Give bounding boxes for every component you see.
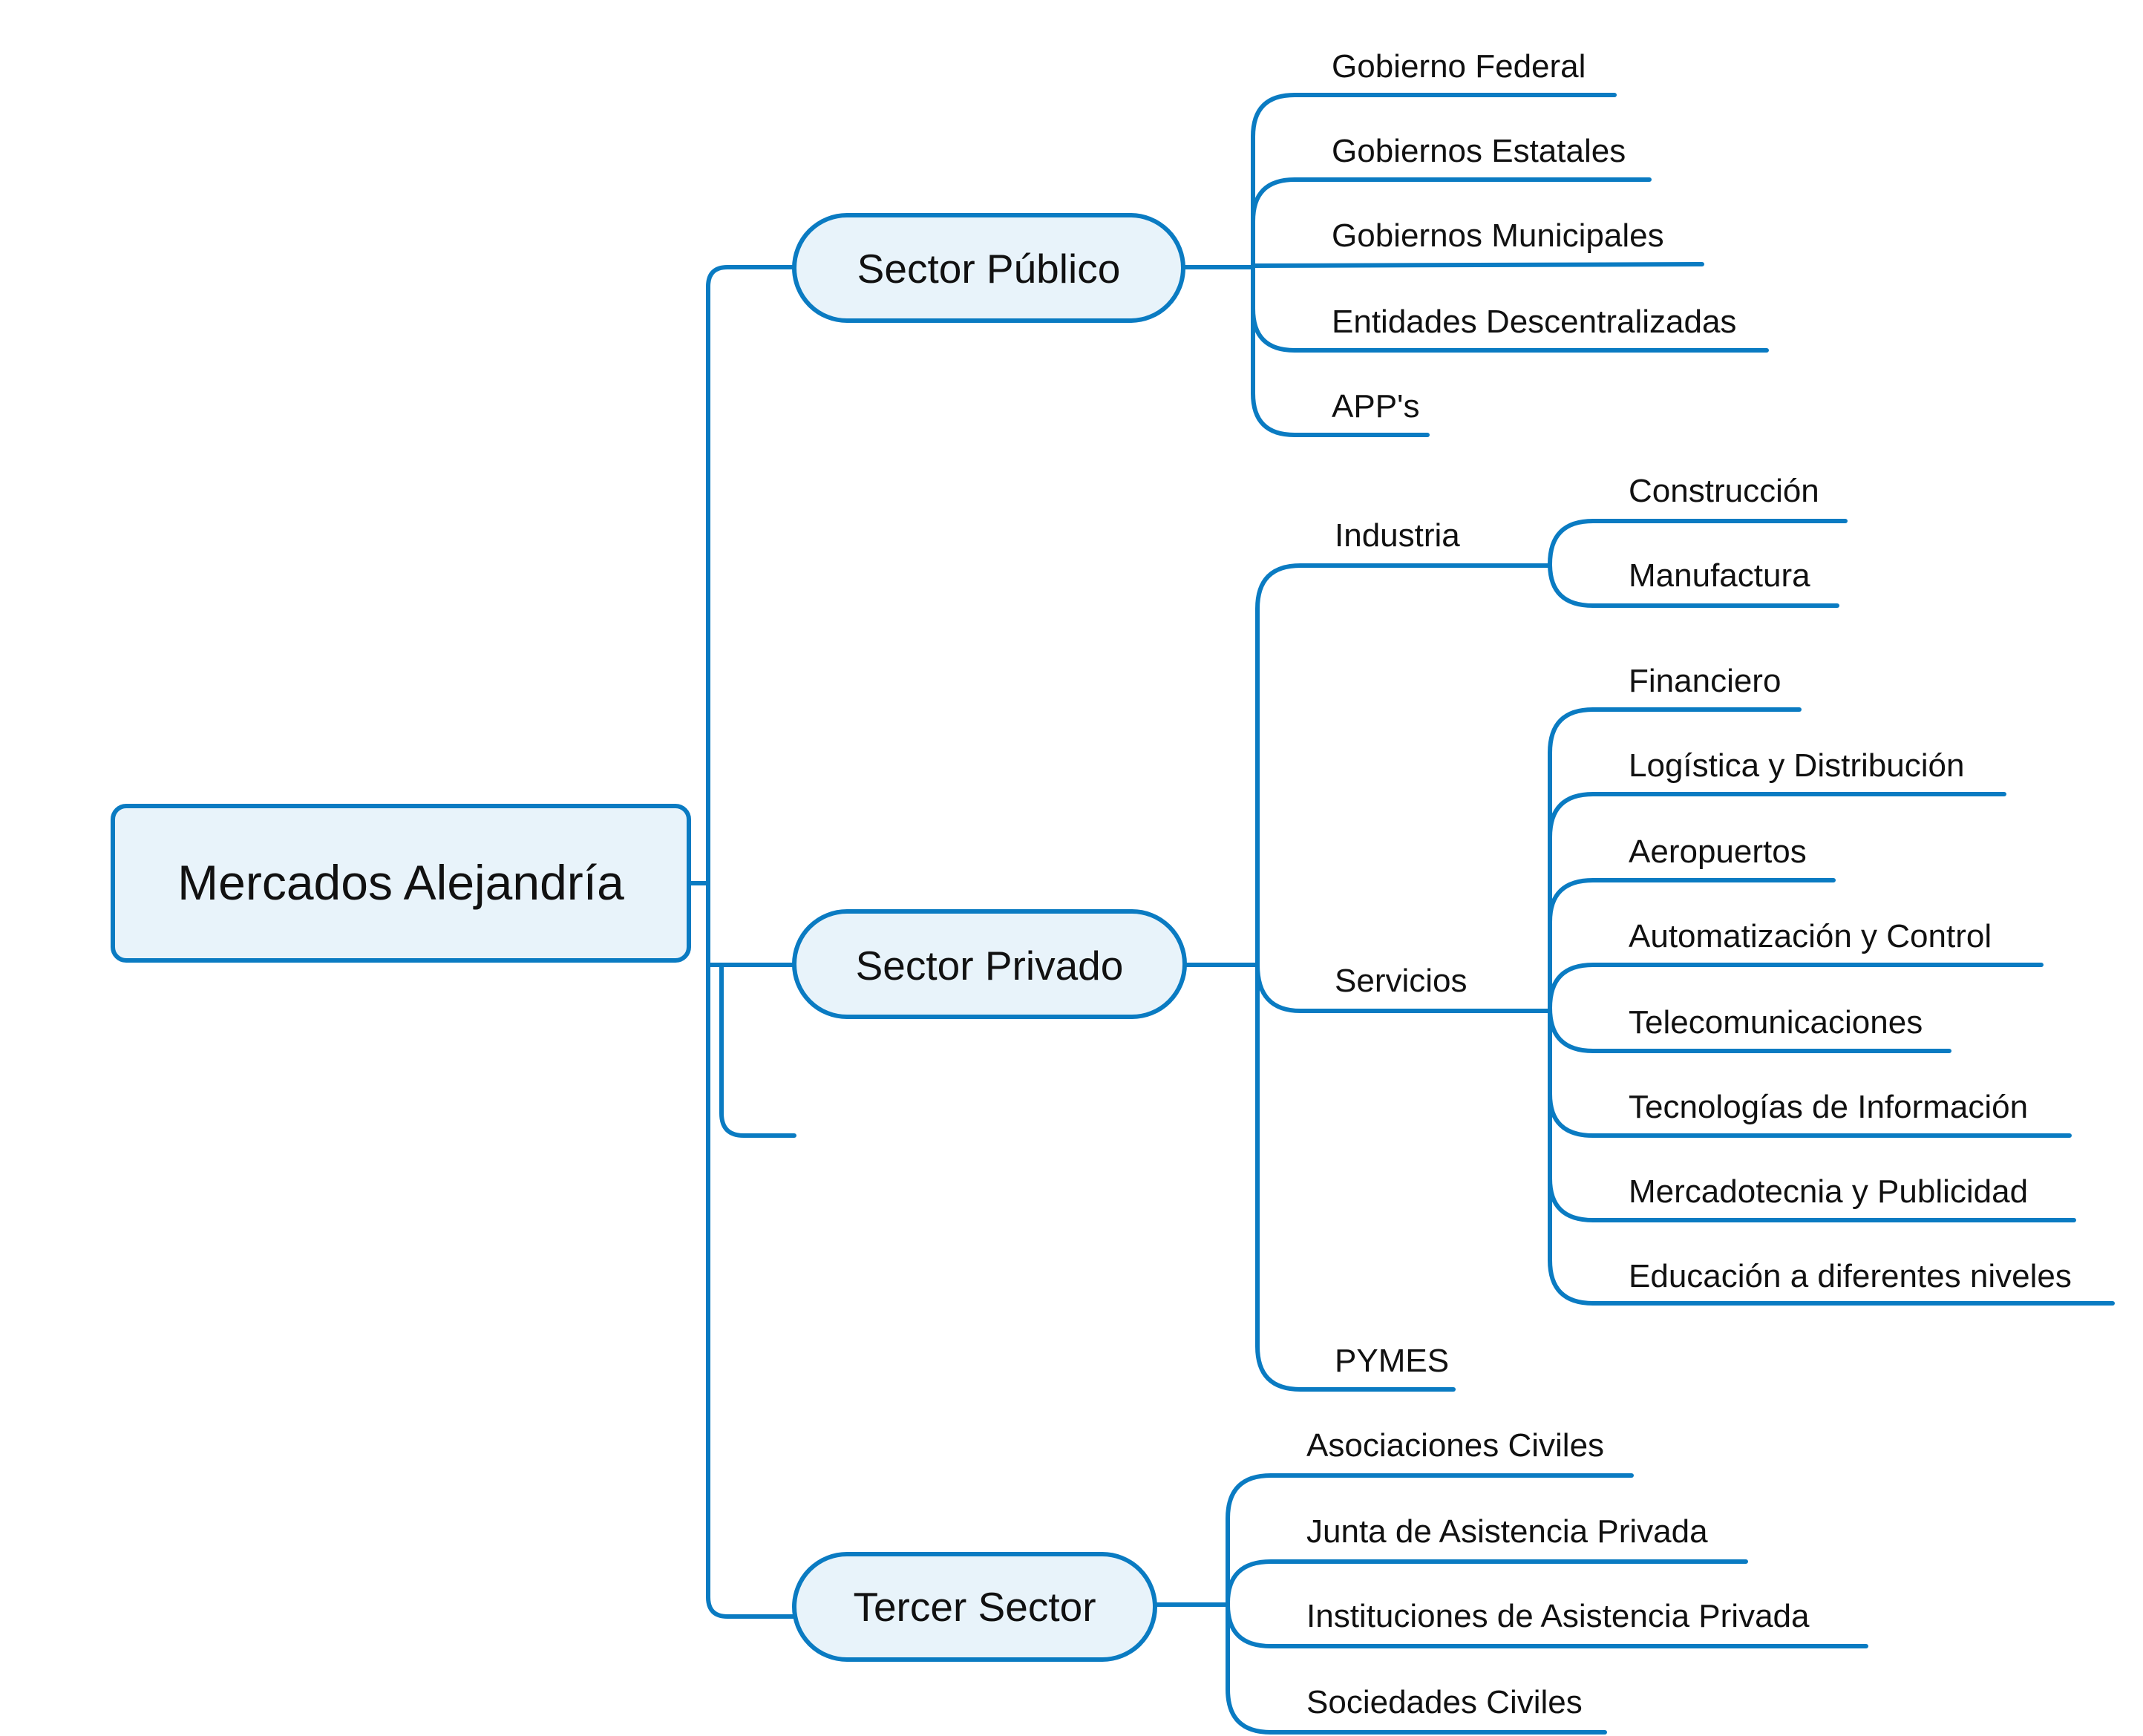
leaf-entidades-descentralizadas[interactable]: Entidades Descentralizadas: [1332, 304, 1736, 340]
leaf-construccion[interactable]: Construcción: [1629, 473, 1819, 509]
privado-spine: [1255, 563, 1303, 1392]
leaf-tecnologias[interactable]: Tecnologías de Información: [1629, 1089, 2028, 1125]
industria-spine: [1548, 519, 1595, 608]
sector-node-tercer-label: Tercer Sector: [853, 1584, 1096, 1630]
leaf-gobiernos-municipales[interactable]: Gobiernos Municipales: [1332, 217, 1664, 254]
leaf-junta-asistencia[interactable]: Junta de Asistencia Privada: [1306, 1513, 1708, 1550]
leaf-gobierno-federal[interactable]: Gobierno Federal: [1332, 48, 1586, 85]
root-spine-main: [706, 265, 796, 1619]
leaf-aeropuertos[interactable]: Aeropuertos: [1629, 833, 1807, 870]
sector-node-publico[interactable]: Sector Público: [792, 213, 1185, 323]
sector-node-privado-label: Sector Privado: [856, 943, 1124, 989]
leaf-manufactura[interactable]: Manufactura: [1629, 557, 1810, 594]
tercer-edge-3: [1226, 1602, 1868, 1648]
sector-node-privado[interactable]: Sector Privado: [792, 909, 1187, 1019]
sector-node-privado-box: [792, 909, 1187, 1019]
branch-servicios[interactable]: Servicios: [1335, 963, 1468, 999]
servicios-edge-7: [1548, 1176, 2076, 1222]
sector-node-tercer[interactable]: Tercer Sector: [792, 1552, 1157, 1662]
publico-edge-3: [1251, 262, 1704, 268]
publico-edge-4: [1251, 307, 1769, 353]
servicios-edge-5: [1548, 1006, 1951, 1053]
leaf-logistica[interactable]: Logística y Distribución: [1629, 747, 1964, 784]
leaf-automatizacion[interactable]: Automatización y Control: [1629, 918, 1992, 954]
leaf-telecomunicaciones[interactable]: Telecomunicaciones: [1629, 1004, 1923, 1041]
leaf-apps[interactable]: APP's: [1332, 388, 1419, 425]
leaf-mercadotecnia[interactable]: Mercadotecnia y Publicidad: [1629, 1173, 2028, 1210]
root-spine: [719, 963, 796, 1138]
leaf-financiero[interactable]: Financiero: [1629, 663, 1781, 699]
leaf-sociedades-civiles[interactable]: Sociedades Civiles: [1306, 1684, 1583, 1720]
leaf-gobiernos-estatales[interactable]: Gobiernos Estatales: [1332, 133, 1626, 169]
branch-industria[interactable]: Industria: [1335, 517, 1460, 554]
connector-lines: [688, 93, 2115, 1735]
root-node[interactable]: Mercados Alejandría: [111, 804, 691, 963]
sector-node-publico-label: Sector Público: [857, 246, 1121, 292]
servicios-edge-3: [1548, 878, 1836, 924]
branch-pymes[interactable]: PYMES: [1335, 1343, 1449, 1379]
privado-edge-servicios: [1255, 963, 1552, 1013]
leaf-asociaciones-civiles[interactable]: Asociaciones Civiles: [1306, 1427, 1604, 1464]
root-node-box: [111, 804, 691, 963]
servicios-edge-6: [1548, 1092, 2072, 1138]
tercer-spine: [1226, 1473, 1273, 1735]
leaf-instituciones-asistencia[interactable]: Instituciones de Asistencia Privada: [1306, 1598, 1810, 1634]
sector-node-publico-box: [792, 213, 1185, 323]
leaf-educacion[interactable]: Educación a diferentes niveles: [1629, 1258, 2072, 1294]
tercer-edge-2: [1226, 1559, 1748, 1605]
publico-edge-2: [1251, 177, 1652, 223]
servicios-edge-4: [1548, 963, 2044, 1010]
sector-node-tercer-box: [792, 1552, 1157, 1662]
servicios-edge-2: [1548, 792, 2006, 839]
root-node-label: Mercados Alejandría: [177, 855, 624, 910]
